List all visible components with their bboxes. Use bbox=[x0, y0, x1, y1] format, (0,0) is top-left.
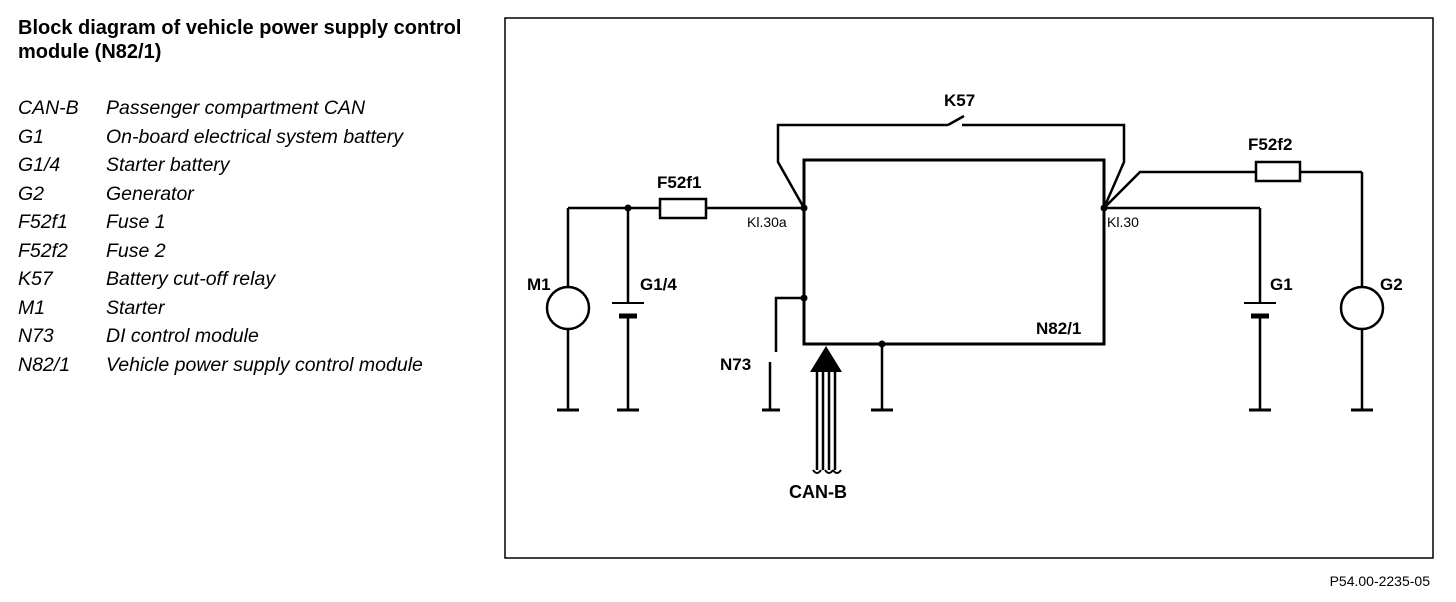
legend-item: M1 Starter bbox=[18, 294, 488, 323]
legend-item: N73 DI control module bbox=[18, 322, 488, 351]
g1-4-battery-symbol bbox=[612, 303, 644, 316]
n73-connection bbox=[770, 298, 804, 410]
g1-label: G1 bbox=[1270, 275, 1293, 294]
legend-item: K57 Battery cut-off relay bbox=[18, 265, 488, 294]
legend-description: DI control module bbox=[106, 325, 259, 347]
arrow-head-icon bbox=[810, 346, 842, 372]
diagram-title: Block diagram of vehicle power supply co… bbox=[18, 17, 462, 63]
legend-description: Vehicle power supply control module bbox=[106, 353, 423, 376]
legend-description: Generator bbox=[106, 182, 194, 205]
k57-relay bbox=[778, 116, 1124, 208]
n82-1-module-box bbox=[804, 160, 1104, 344]
f52f1-fuse-symbol bbox=[660, 199, 706, 218]
right-branch-wiring bbox=[1104, 172, 1362, 410]
legend-item: G2 Generator bbox=[18, 180, 488, 209]
legend-code: CAN-B bbox=[18, 97, 79, 119]
legend-code: G2 bbox=[18, 182, 45, 205]
kl30-label: Kl.30 bbox=[1107, 214, 1139, 230]
legend-item: CAN-B Passenger compartment CAN bbox=[18, 94, 488, 123]
kl30-terminal-dot bbox=[1100, 204, 1108, 212]
k57-label: K57 bbox=[944, 91, 975, 110]
legend-description: Battery cut-off relay bbox=[106, 268, 276, 290]
n73-label: N73 bbox=[720, 355, 751, 374]
figure-reference: P54.00-2235-05 bbox=[1329, 573, 1430, 589]
legend-list: CAN-B Passenger compartment CAN G1 On-bo… bbox=[18, 94, 488, 408]
can-b-bus-arrow bbox=[813, 368, 841, 473]
g1-battery-symbol bbox=[1244, 303, 1276, 316]
legend-code: M1 bbox=[18, 296, 46, 319]
junction-dot bbox=[878, 340, 886, 348]
legend-code: N82/1 bbox=[18, 353, 71, 376]
can-b-label: CAN-B bbox=[789, 482, 847, 502]
legend-item: G1/4 Starter battery bbox=[18, 151, 488, 180]
legend-code: K57 bbox=[18, 268, 53, 290]
legend-code: G1 bbox=[18, 125, 45, 148]
legend-item: N82/1 Vehicle power supply control modul… bbox=[18, 351, 488, 408]
f52f2-label: F52f2 bbox=[1248, 135, 1292, 154]
legend-description: Starter bbox=[106, 296, 165, 319]
kl30a-terminal-dot bbox=[800, 204, 808, 212]
legend-description: Passenger compartment CAN bbox=[106, 97, 366, 119]
f52f1-label: F52f1 bbox=[657, 173, 701, 192]
f52f2-fuse-symbol bbox=[1256, 162, 1300, 181]
legend-description: Fuse 2 bbox=[106, 239, 166, 262]
junction-dot bbox=[800, 294, 808, 302]
legend-description: Fuse 1 bbox=[106, 211, 166, 233]
legend-code: G1/4 bbox=[18, 154, 61, 176]
junction-dot bbox=[624, 204, 632, 212]
legend-description: Starter battery bbox=[106, 154, 230, 176]
legend-code: F52f2 bbox=[18, 239, 68, 262]
m1-starter-symbol bbox=[547, 287, 589, 329]
g2-generator-symbol bbox=[1341, 287, 1383, 329]
legend-code: N73 bbox=[18, 325, 54, 347]
legend-description: On-board electrical system battery bbox=[106, 125, 403, 148]
legend-item: G1 On-board electrical system battery bbox=[18, 123, 488, 152]
m1-label: M1 bbox=[527, 275, 551, 294]
g1-4-label: G1/4 bbox=[640, 275, 677, 294]
legend-code: F52f1 bbox=[18, 211, 68, 233]
n82-1-label: N82/1 bbox=[1036, 319, 1081, 338]
legend-item: F52f2 Fuse 2 bbox=[18, 237, 488, 266]
kl30a-label: Kl.30a bbox=[747, 214, 787, 230]
legend-item: F52f1 Fuse 1 bbox=[18, 208, 488, 237]
diagram-frame bbox=[505, 18, 1433, 558]
g2-label: G2 bbox=[1380, 275, 1403, 294]
left-branch-wiring bbox=[568, 208, 804, 410]
